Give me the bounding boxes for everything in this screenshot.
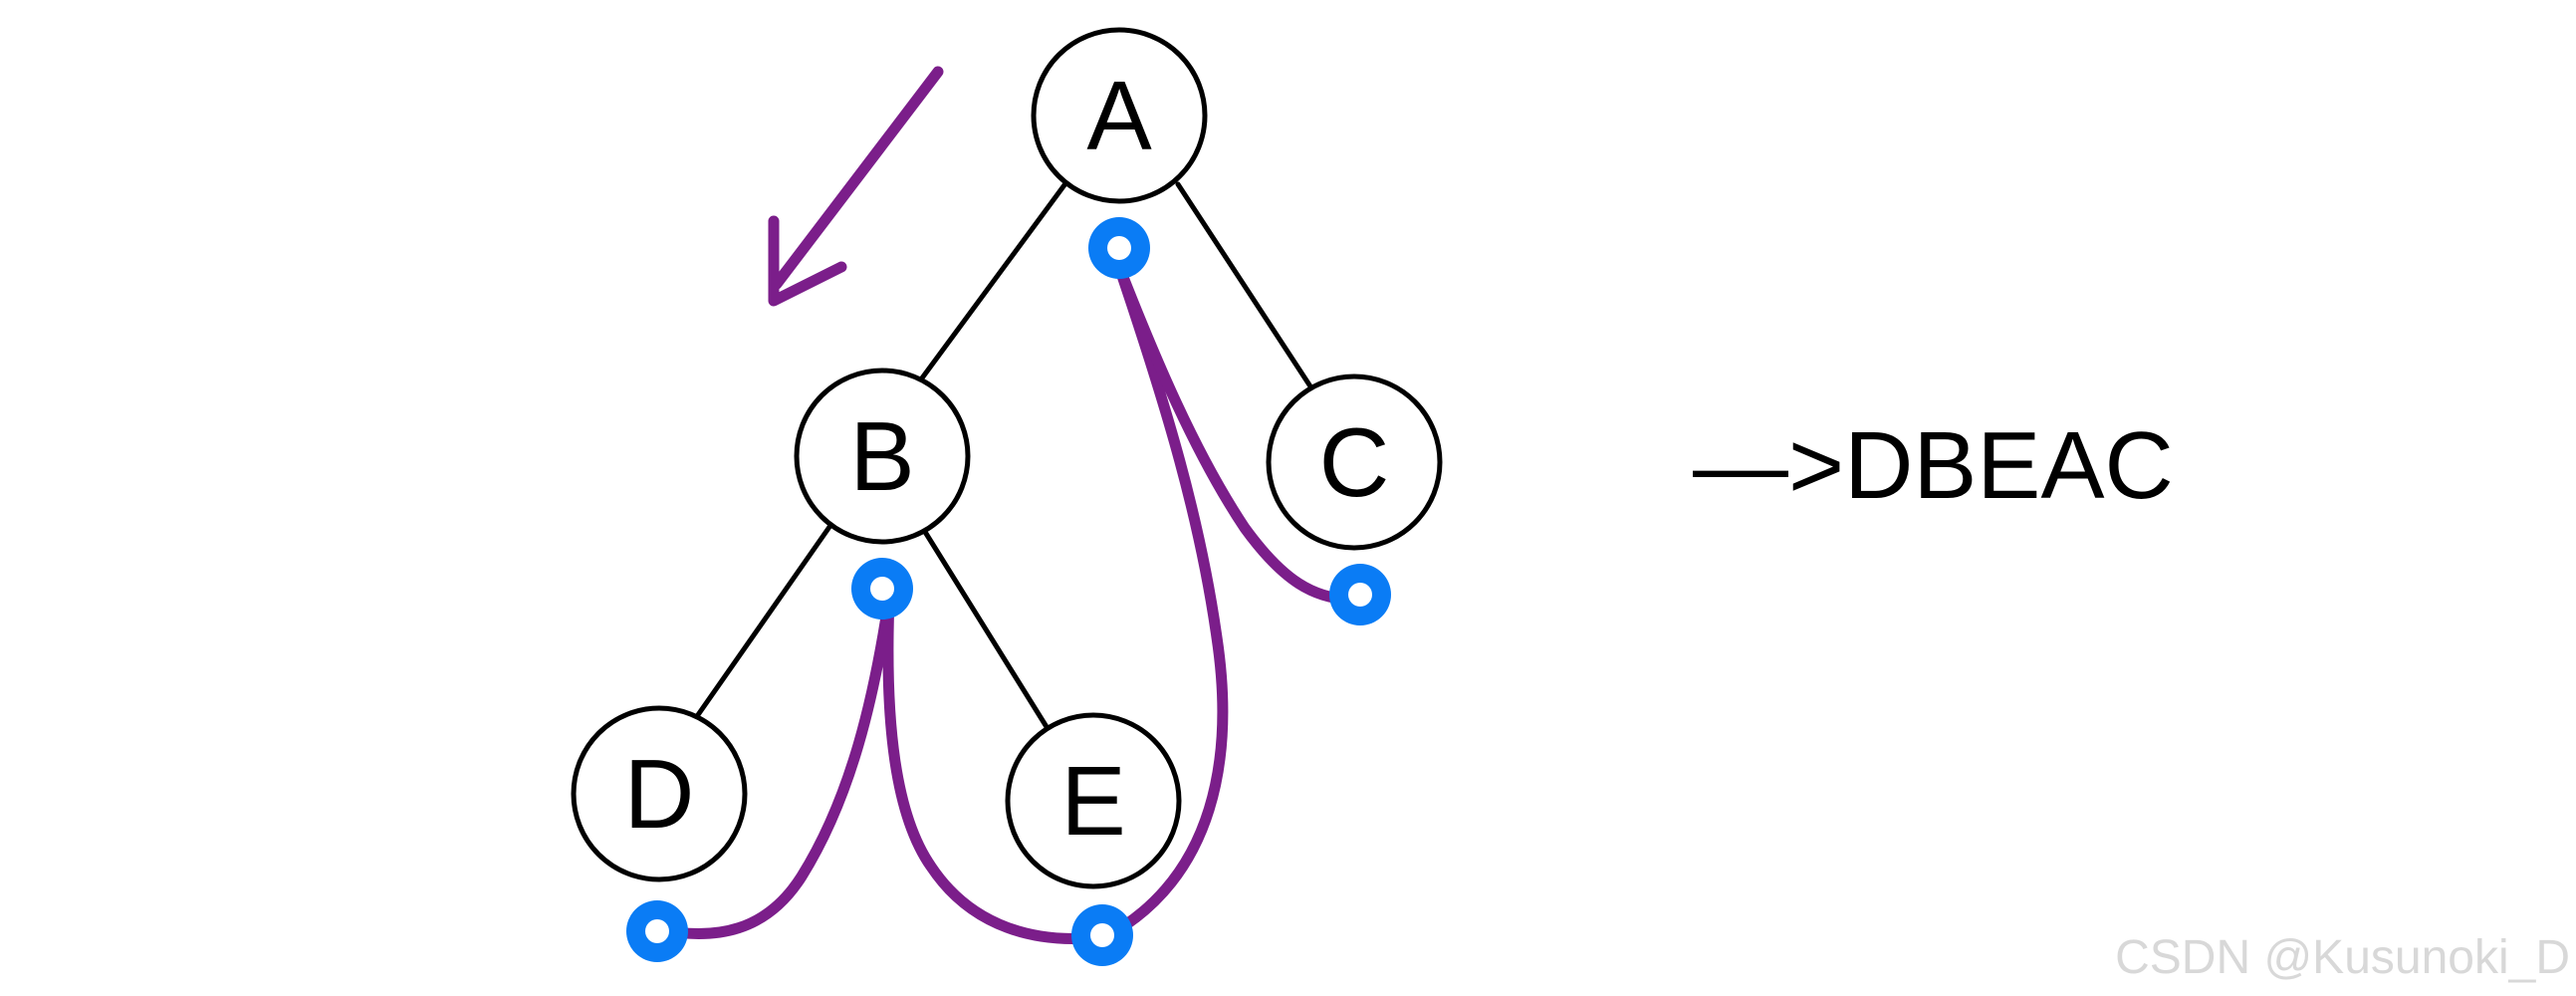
edge-b-e (922, 529, 1052, 733)
node-b-label: B (849, 401, 914, 511)
watermark-text: CSDN @Kusunoki_D (2115, 931, 2570, 984)
visit-marker-c (1329, 564, 1391, 625)
visit-marker-a (1088, 217, 1150, 279)
node-b: B (794, 368, 971, 545)
node-a-label: A (1086, 61, 1152, 170)
node-e: E (1005, 712, 1182, 889)
traversal-curve-d-to-b (651, 592, 895, 939)
node-d: D (571, 705, 748, 882)
traversal-curve-e-to-a (1101, 261, 1229, 942)
node-a: A (1031, 27, 1208, 204)
node-d-label: D (624, 739, 695, 849)
edge-b-d (692, 524, 832, 722)
traversal-result-text: —>DBEAC (1693, 412, 2174, 519)
edge-a-c (1175, 181, 1313, 389)
direction-arrow-icon (768, 66, 944, 307)
node-c-label: C (1319, 407, 1390, 517)
node-e-label: E (1060, 746, 1125, 856)
visit-marker-d (626, 900, 688, 962)
visit-marker-e (1071, 904, 1133, 966)
edge-a-b (915, 179, 1069, 386)
traversal-curve-a-to-c (1113, 261, 1355, 606)
node-c: C (1266, 374, 1443, 551)
traversal-curve-b-to-e (882, 592, 1113, 944)
visit-marker-b (851, 558, 913, 620)
